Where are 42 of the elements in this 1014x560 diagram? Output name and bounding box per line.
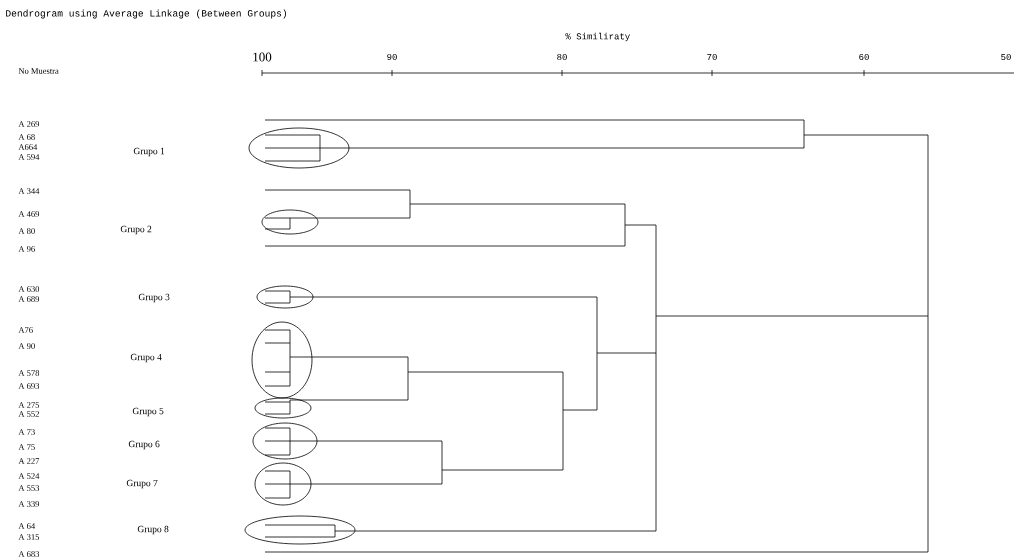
- group-label: Grupo 2: [120, 225, 152, 235]
- sample-label: A 630: [18, 286, 40, 292]
- tick-label: 70: [707, 53, 717, 61]
- tick-label: 100: [253, 52, 272, 62]
- sample-label: A 75: [18, 444, 35, 450]
- tick-label: 60: [859, 53, 869, 61]
- sample-label: A 73: [18, 429, 35, 435]
- sample-label: A 683: [18, 551, 40, 557]
- sample-label: A664: [18, 144, 38, 150]
- sample-label: A 275: [18, 402, 40, 408]
- group-label: Grupo 5: [132, 407, 164, 417]
- sample-label: A 90: [18, 343, 35, 349]
- sample-label: A 64: [18, 523, 36, 529]
- sample-label: A 689: [18, 296, 40, 302]
- group-label: Grupo 8: [137, 525, 169, 535]
- group-label: Grupo 7: [126, 479, 158, 489]
- group-label: Grupo 6: [128, 440, 160, 450]
- group-label: Grupo 1: [133, 147, 165, 157]
- group-label: Grupo 3: [138, 293, 170, 303]
- tick-label: 50: [1001, 53, 1011, 61]
- tick-label: 80: [557, 53, 567, 61]
- sample-label: A 269: [18, 121, 40, 127]
- sample-label: A 524: [18, 473, 40, 479]
- sample-label: A 68: [18, 134, 35, 140]
- sample-label: A 469: [18, 211, 40, 217]
- sample-label: A 693: [18, 383, 40, 389]
- sample-label: A 552: [18, 411, 39, 417]
- sample-label: A 594: [18, 154, 40, 160]
- sample-label: A 339: [18, 501, 40, 507]
- sample-label: A 80: [18, 228, 35, 234]
- tick-label: 90: [387, 53, 397, 61]
- sample-label: A 315: [18, 534, 40, 540]
- group-label: Grupo 4: [130, 353, 162, 363]
- sample-label: A 578: [18, 370, 40, 376]
- title: Dendrogram using Average Linkage (Between Groups): [6, 9, 286, 19]
- sample-label: A 344: [18, 188, 40, 194]
- axis-title: % Similiraty: [565, 32, 630, 42]
- column-heading: No Muestra: [18, 68, 59, 74]
- sample-label: A 96: [18, 246, 35, 252]
- sample-label: A76: [18, 327, 33, 333]
- sample-label: A 227: [18, 458, 40, 464]
- sample-label: A 553: [18, 485, 40, 491]
